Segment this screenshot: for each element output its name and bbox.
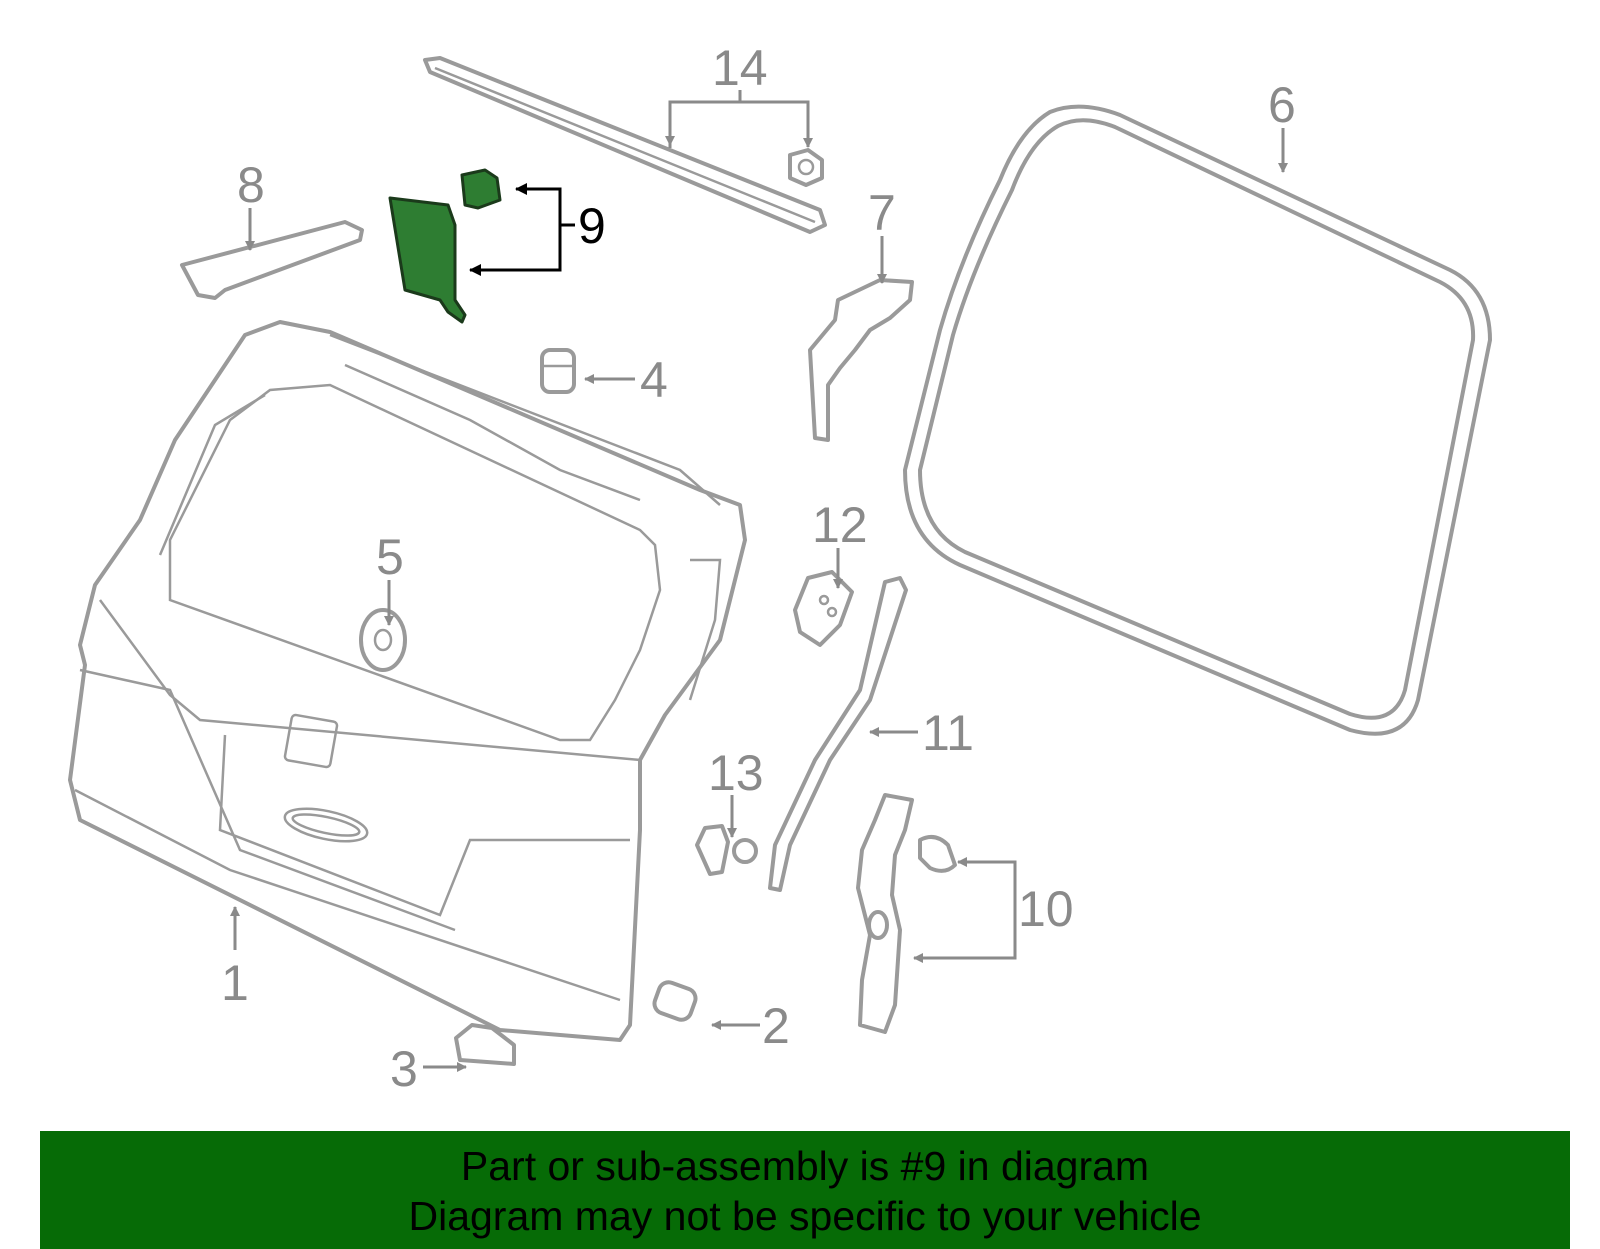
callout-labels: 14 6 8 9 7 4 5 12 11 13 10 1 2 3: [221, 40, 1296, 1097]
leader-lines: [230, 90, 1288, 1072]
callout-3: 3: [390, 1041, 418, 1097]
part-1-tailgate: [68, 320, 747, 1042]
callout-2: 2: [762, 998, 790, 1054]
callout-10: 10: [1018, 881, 1074, 937]
part-4-bumper: [540, 348, 576, 394]
banner-line-2: Diagram may not be specific to your vehi…: [408, 1193, 1202, 1239]
callout-1: 1: [221, 955, 249, 1011]
part-3-clip: [454, 1023, 516, 1066]
callout-6: 6: [1268, 77, 1296, 133]
callout-14: 14: [712, 40, 768, 96]
part-10-hinge: [856, 793, 957, 1034]
part-2-bumper: [652, 980, 698, 1022]
callout-4: 4: [640, 352, 668, 408]
part-11-gas-strut: [768, 576, 908, 892]
part-8-trim-piece: [180, 220, 364, 300]
callout-5: 5: [376, 529, 404, 585]
info-banner: Part or sub-assembly is #9 in diagram Di…: [40, 1131, 1570, 1249]
part-13-clip: [695, 824, 758, 876]
part-6-weatherstrip: [903, 104, 1492, 736]
part-7-bracket: [808, 278, 914, 442]
callout-11: 11: [922, 705, 974, 761]
callout-12: 12: [812, 497, 868, 553]
callout-7: 7: [868, 185, 896, 241]
callout-9: 9: [578, 198, 606, 254]
part-9-highlighted: [388, 168, 502, 324]
callout-13: 13: [708, 745, 764, 801]
callout-8: 8: [237, 157, 265, 213]
part-5-emblem-seal: [359, 608, 407, 672]
part-14-trim-strip: [423, 56, 827, 234]
part-12-bracket: [793, 570, 854, 647]
banner-line-1: Part or sub-assembly is #9 in diagram: [460, 1143, 1150, 1189]
